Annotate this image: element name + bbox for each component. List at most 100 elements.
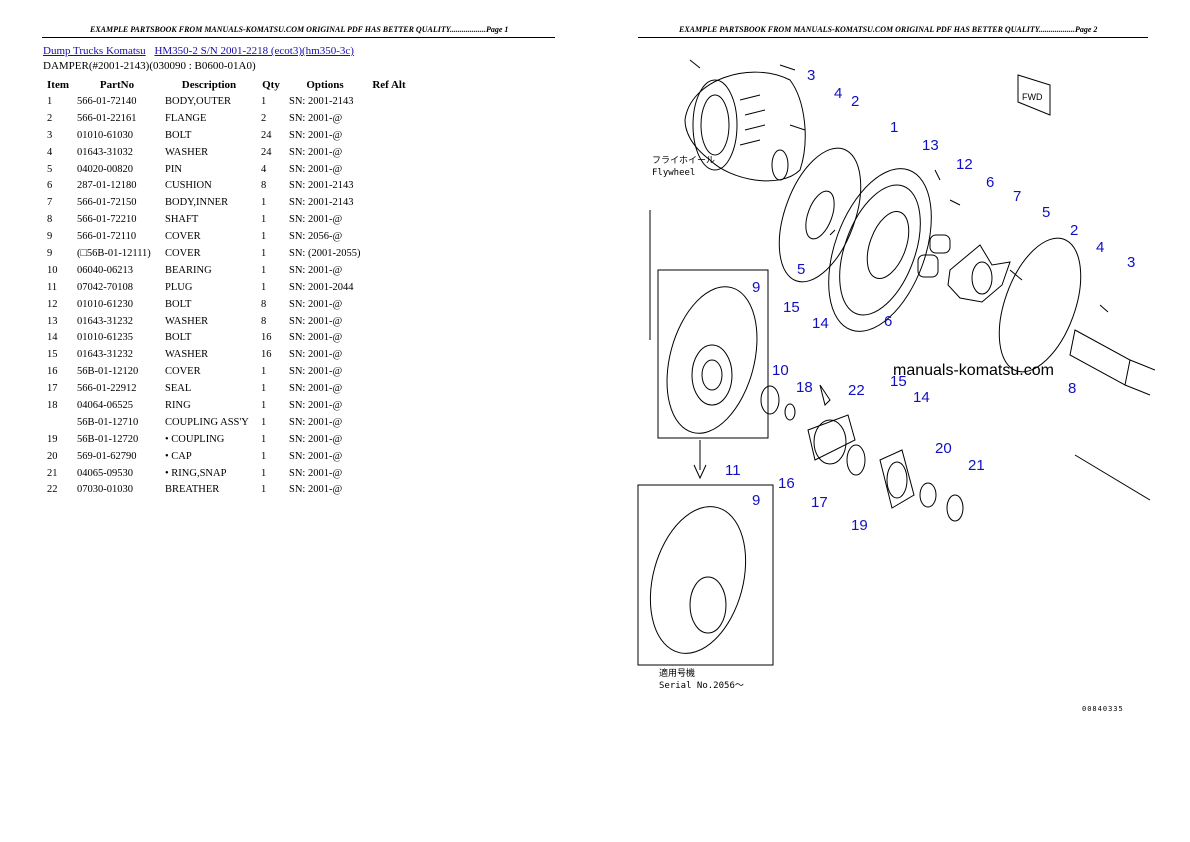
cell-partno: 07030-01030 [77,484,133,496]
cell-partno: 566-01-22912 [77,383,137,395]
cell-description: WASHER [165,146,209,158]
col-header-options: Options [306,78,344,91]
cell-options: SN: 2056-@ [289,231,343,243]
cell-options: SN: 2001-@ [289,298,343,310]
cell-item: 20 [47,450,58,462]
callout-label: 1 [890,119,898,136]
cell-description: BREATHER [165,484,220,496]
cell-ref-alt [365,329,413,346]
parts-table: Item PartNo Description Qty Options Ref … [43,76,413,498]
cell-partno: 01010-61030 [77,129,133,141]
cell-item: 9 [47,247,53,259]
cell-options: SN: 2001-@ [289,112,343,124]
cell-options: SN: 2001-@ [289,467,343,479]
cell-partno: 07042-70108 [77,281,133,293]
cell-item: 14 [47,332,58,344]
cell-partno: 566-01-22161 [77,112,137,124]
cell-options: SN: 2001-@ [289,383,343,395]
cell-options: SN: 2001-@ [289,332,343,344]
cell-partno: 01643-31232 [77,315,133,327]
page-2-header: EXAMPLE PARTSBOOK FROM MANUALS-KOMATSU.C… [679,25,1098,34]
cell-qty: 1 [261,383,267,395]
cell-options: SN: 2001-@ [289,163,343,175]
cell-item: 9 [47,231,53,243]
cell-ref-alt [365,465,413,482]
callout-label: 17 [811,494,828,511]
cover-16-drawing [807,414,856,465]
flywheel-label: フライホイール Flywheel [652,155,715,179]
cell-options: SN: 2001-@ [289,315,343,327]
breadcrumb-link-model[interactable]: HM350-2 S/N 2001-2218 (ecot3)(hm350-3c) [154,45,354,57]
svg-text:FWD: FWD [1022,92,1043,102]
callout-label: 7 [1013,188,1021,205]
cell-options: SN: (2001-2055) [289,247,361,259]
page-1-header-rule [42,37,555,38]
cell-qty: 1 [261,231,267,243]
cell-ref-alt [365,228,413,245]
cell-partno: 01010-61235 [77,332,133,344]
cell-partno: 04064-06525 [77,399,133,411]
cell-partno: 01010-61230 [77,298,133,310]
callout-label: 9 [752,492,760,509]
cell-description: FLANGE [165,112,207,124]
breadcrumb-link-dump-trucks[interactable]: Dump Trucks Komatsu [43,45,146,57]
cell-item: 16 [47,366,58,378]
cell-description: BOLT [165,129,192,141]
cell-item: 10 [47,264,58,276]
callout-label: 19 [851,517,868,534]
callout-label: 15 [783,299,800,316]
breadcrumb: Dump Trucks Komatsu HM350-2 S/N 2001-221… [43,45,360,57]
cell-ref-alt [365,397,413,414]
cell-qty: 1 [261,197,267,209]
page-2-header-rule [638,37,1148,38]
cell-options: SN: 2001-2044 [289,281,354,293]
cell-qty: 8 [261,180,267,192]
arrow-down-icon [693,440,707,480]
cell-item: 15 [47,349,58,361]
small-hardware-drawing [934,169,1109,313]
cell-partno: 566-01-72210 [77,214,137,226]
bolt-3-drawing [789,124,836,236]
coupling-19-drawing [879,449,915,509]
cell-options: SN: 2001-@ [289,433,343,445]
cell-qty: 16 [261,349,272,361]
callout-label: 6 [986,174,994,191]
cell-item: 1 [47,95,53,107]
callout-label: 14 [913,389,930,406]
callout-label: 2 [1070,222,1078,239]
cell-options: SN: 2001-@ [289,416,343,428]
col-header-qty: Qty [262,78,280,91]
small-bearing-drawing [771,149,789,181]
cell-item: 2 [47,112,53,124]
parts-table-header: Item PartNo Description Qty Options Ref … [43,76,413,93]
cell-description: BODY,OUTER [165,95,232,107]
cell-qty: 1 [261,95,267,107]
cell-qty: 1 [261,433,267,445]
callout-label: 3 [1127,254,1135,271]
cell-qty: 1 [261,450,267,462]
cell-ref-alt [365,313,413,330]
cell-options: SN: 2001-@ [289,450,343,462]
cell-ref-alt [365,245,413,262]
callout-label: 15 [890,373,907,390]
cell-description: CUSHION [165,180,212,192]
cell-ref-alt [365,262,413,279]
ring-18-drawing [784,403,796,421]
watermark: manuals-komatsu.com [893,362,1054,379]
cell-qty: 8 [261,298,267,310]
bearing-10-drawing [760,385,780,415]
cell-item: 13 [47,315,58,327]
callout-label: 4 [1096,239,1104,256]
cell-qty: 1 [261,467,267,479]
cell-item: 6 [47,180,53,192]
